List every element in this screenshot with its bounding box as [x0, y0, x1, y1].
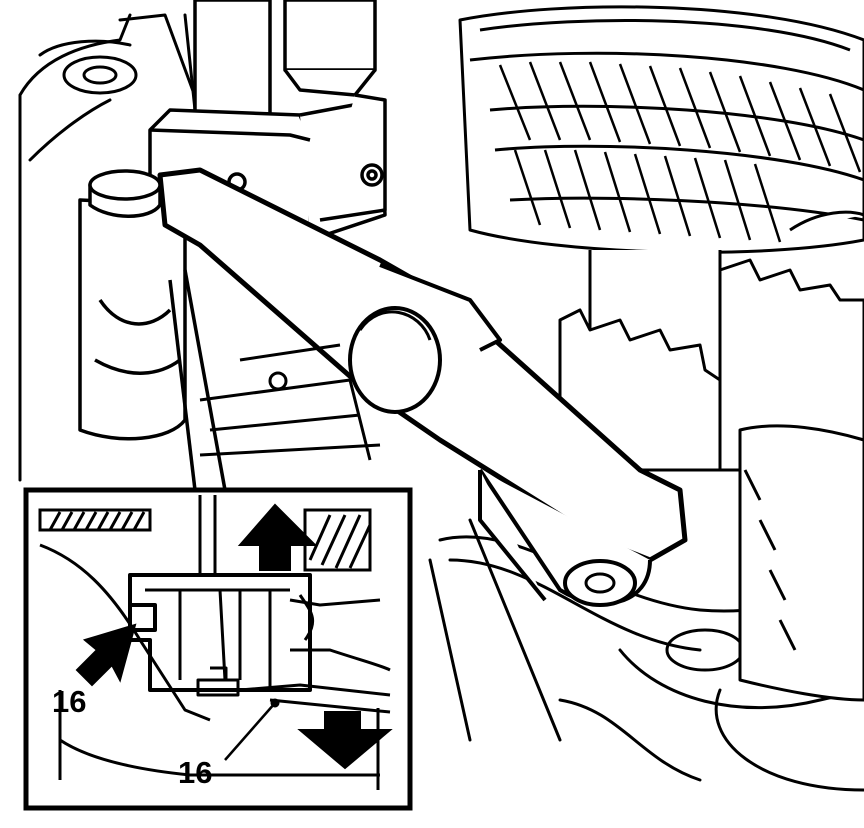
- arrow-diagonal: [75, 623, 137, 687]
- selector-lever: [157, 167, 688, 607]
- detail-inset: 16 16: [23, 487, 413, 811]
- oil-plug: [78, 169, 187, 441]
- callout-label-lower: 16: [178, 755, 212, 790]
- spur-gear-right: [558, 210, 864, 702]
- mounting-bracket: [168, 269, 381, 491]
- arrow-down: [297, 711, 393, 770]
- arrow-up: [237, 503, 318, 571]
- hatched-slab-right: [303, 508, 372, 572]
- hatched-slab-left: [38, 508, 152, 532]
- callout-label-upper: 16: [52, 684, 86, 719]
